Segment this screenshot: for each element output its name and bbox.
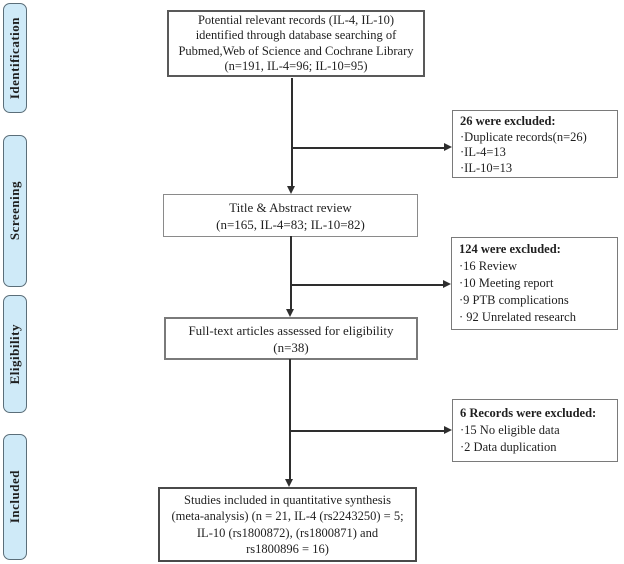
- exclusion-header: 124 were excluded:: [459, 242, 561, 256]
- arrow-down-icon: [287, 186, 295, 194]
- flow-box-title-abstract-review: Title & Abstract review (n=165, IL-4=83;…: [163, 194, 418, 237]
- exclusion-item: ·10 Meeting report: [459, 276, 554, 290]
- exclusion-item: ·9 PTB complications: [459, 293, 569, 307]
- flow-box-line: (n=165, IL-4=83; IL-10=82): [216, 216, 365, 232]
- flow-box-line: (n=38): [273, 339, 309, 355]
- flow-box-line: Studies included in quantitative synthes…: [184, 492, 391, 507]
- flow-box-line: Pubmed,Web of Science and Cochrane Libra…: [178, 43, 414, 58]
- arrow-fulltext-to-included-line: [289, 359, 291, 480]
- exclusion-box-screening: 124 were excluded: ·16 Review ·10 Meetin…: [451, 237, 618, 330]
- stage-label-screening: Screening: [3, 135, 27, 287]
- arrow-down-icon: [285, 479, 293, 487]
- arrow-right-icon: [444, 426, 452, 434]
- exclusion-box-fulltext: 6 Records were excluded: ·15 No eligible…: [452, 399, 618, 462]
- arrow-right-icon: [444, 143, 452, 151]
- stage-label-eligibility: Eligibility: [3, 295, 27, 413]
- flow-box-line: identified through database searching of: [195, 28, 397, 43]
- exclusion-header: 26 were excluded:: [460, 114, 556, 128]
- flow-box-line: Potential relevant records (IL-4, IL-10): [197, 13, 395, 28]
- arrow-title-to-fulltext-line: [290, 236, 292, 310]
- exclusion-item: ·Duplicate records(n=26): [460, 129, 587, 144]
- exclusion-box-duplicates: 26 were excluded: ·Duplicate records(n=2…: [452, 110, 618, 178]
- exclusion-item: ·IL-4=13: [460, 145, 506, 159]
- stage-label-text: Screening: [7, 181, 22, 241]
- stage-label-text: Included: [7, 470, 22, 524]
- exclusion-item: ·2 Data duplication: [460, 440, 557, 454]
- flow-box-line: Title & Abstract review: [229, 199, 352, 215]
- stage-label-included: Included: [3, 434, 27, 560]
- flow-box-line: IL-10 (rs1800872), (rs1800871) and: [196, 525, 379, 540]
- flow-box-line: (n=191, IL-4=96; IL-10=95): [224, 58, 368, 73]
- stage-label-text: Eligibility: [7, 323, 22, 385]
- exclusion-item: ·16 Review: [459, 259, 517, 273]
- flow-box-line: Full-text articles assessed for eligibil…: [188, 322, 394, 338]
- arrow-to-exclusion-1-line: [291, 147, 444, 149]
- flow-box-line: rs1800896 = 16): [246, 542, 329, 556]
- flow-box-line: (meta-analysis) (n = 21, IL-4 (rs2243250…: [171, 509, 404, 523]
- arrow-to-exclusion-2-line: [290, 284, 443, 286]
- arrow-records-to-title-line: [291, 78, 293, 187]
- arrow-right-icon: [443, 280, 451, 288]
- exclusion-item: ·IL-10=13: [460, 160, 513, 175]
- flow-box-studies-included: Studies included in quantitative synthes…: [158, 487, 417, 562]
- flow-box-fulltext-assessed: Full-text articles assessed for eligibil…: [164, 317, 418, 360]
- arrow-down-icon: [286, 309, 294, 317]
- exclusion-item: ·15 No eligible data: [460, 423, 560, 437]
- exclusion-header: 6 Records were excluded:: [460, 406, 597, 420]
- flow-box-records-identified: Potential relevant records (IL-4, IL-10)…: [167, 10, 425, 77]
- exclusion-item: · 92 Unrelated research: [459, 310, 576, 324]
- stage-label-text: Identification: [7, 16, 22, 100]
- arrow-to-exclusion-3-line: [289, 430, 444, 432]
- stage-label-identification: Identification: [3, 3, 27, 113]
